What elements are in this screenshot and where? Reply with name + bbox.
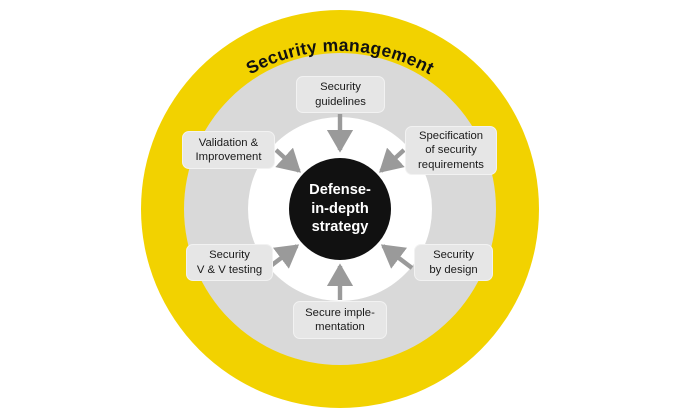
node-label: Security by design	[429, 249, 478, 276]
node-label: Security V & V testing	[196, 249, 263, 276]
arrow-from-specification-of-security-requirements	[379, 147, 406, 173]
node-validation-and-improvement[interactable]: Validation & Improvement	[182, 131, 275, 169]
core-circle	[289, 158, 391, 260]
arrow-group	[266, 114, 414, 300]
node-label: Validation & Improvement	[195, 136, 262, 163]
node-specification-of-security-requirements[interactable]: Specification of security requirements	[405, 126, 497, 175]
node-security-guidelines[interactable]: Security guidelines	[296, 76, 385, 113]
node-security-v-and-v-testing[interactable]: Security V & V testing	[186, 244, 273, 281]
node-label: Specification of security requirements	[418, 130, 484, 171]
arrow-from-validation-and-improvement	[274, 147, 301, 173]
node-security-by-design[interactable]: Security by design	[414, 244, 493, 281]
node-label: Secure imple- mentation	[305, 306, 375, 333]
arrow-from-security-by-design	[380, 244, 414, 270]
node-label: Security guidelines	[315, 81, 366, 108]
node-secure-implementation[interactable]: Secure imple- mentation	[293, 301, 387, 339]
